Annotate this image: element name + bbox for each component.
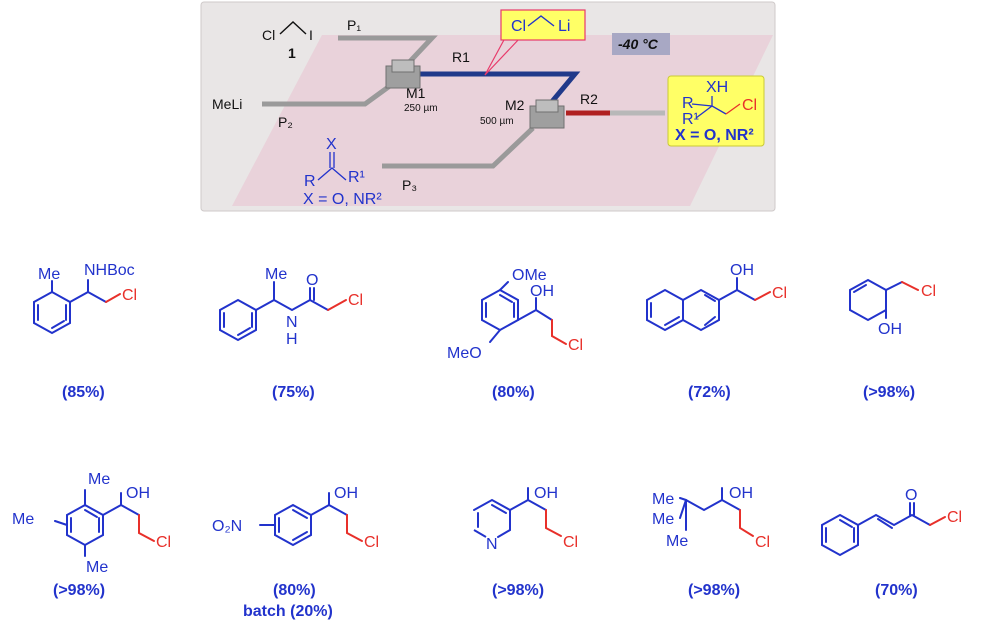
label-meli: MeLi	[212, 96, 242, 112]
svg-text:Cl: Cl	[947, 509, 962, 526]
product-1-structure: Me NHBoc Cl	[33, 262, 137, 335]
product-9-structure: Me Me Me OH Cl	[652, 485, 770, 551]
label-r2: R2	[580, 91, 598, 107]
svg-text:OH: OH	[334, 485, 358, 502]
label-r1: R1	[452, 49, 470, 65]
label-m1: M1	[406, 85, 426, 101]
product-8-structure: N OH Cl	[473, 485, 578, 553]
product-8-yield: (>98%)	[492, 582, 544, 599]
svg-text:Cl: Cl	[921, 283, 936, 300]
label-p1: P₁	[347, 17, 361, 33]
product-9-yield: (>98%)	[688, 582, 740, 599]
svg-text:Me: Me	[38, 266, 60, 283]
svg-text:R¹: R¹	[348, 169, 365, 186]
svg-text:N: N	[286, 314, 298, 331]
svg-text:Cl: Cl	[511, 18, 526, 35]
mixer-m1	[385, 59, 421, 89]
svg-text:R: R	[682, 95, 694, 112]
label-p2: P₂	[278, 114, 293, 130]
svg-text:R¹: R¹	[682, 111, 699, 128]
label-m1-size: 250 µm	[404, 103, 438, 114]
svg-text:NHBoc: NHBoc	[84, 262, 135, 279]
mixer-m2	[529, 99, 565, 129]
label-m2: M2	[505, 97, 525, 113]
product-5-structure: Cl OH	[849, 278, 936, 338]
svg-text:OH: OH	[730, 262, 754, 279]
svg-text:Cl: Cl	[262, 27, 275, 43]
temperature-label: -40 °C	[618, 36, 659, 52]
temperature-badge	[612, 33, 670, 55]
svg-text:H: H	[286, 331, 298, 348]
product-box: XH Cl R R¹ X = O, NR²	[667, 75, 765, 147]
svg-text:Me: Me	[666, 533, 688, 550]
svg-text:Cl: Cl	[156, 534, 171, 551]
svg-text:OH: OH	[878, 321, 902, 338]
svg-text:XH: XH	[706, 79, 728, 96]
svg-text:Me: Me	[652, 491, 674, 508]
tube-p3	[382, 126, 535, 169]
svg-text:OMe: OMe	[512, 267, 547, 284]
product-4-yield: (72%)	[688, 384, 731, 401]
svg-text:OH: OH	[126, 485, 150, 502]
product-10-structure: O Cl	[821, 487, 962, 557]
svg-text:Cl: Cl	[348, 292, 363, 309]
svg-text:Cl: Cl	[122, 287, 137, 304]
svg-text:X = O, NR²: X = O, NR²	[303, 191, 382, 208]
svg-text:Cl: Cl	[568, 337, 583, 354]
tube-r1	[420, 71, 581, 112]
flow-reactor-scheme: Cl I 1 P₁ MeLi P₂ R1 M1 250 µm M2 500 µm…	[200, 1, 776, 212]
reagent-chloroiodomethane: Cl I 1	[262, 21, 313, 61]
product-1-yield: (85%)	[62, 384, 105, 401]
svg-text:Cl: Cl	[772, 285, 787, 302]
svg-text:OH: OH	[530, 283, 554, 300]
product-10-yield: (70%)	[875, 582, 918, 599]
svg-text:Cl: Cl	[364, 534, 379, 551]
product-7-batch-yield: batch (20%)	[243, 603, 333, 620]
product-2-yield: (75%)	[272, 384, 315, 401]
svg-text:MeO: MeO	[447, 345, 482, 362]
product-7-yield: (80%)	[273, 582, 316, 599]
product-5-yield: (>98%)	[863, 384, 915, 401]
svg-text:Li: Li	[558, 18, 570, 35]
svg-text:Me: Me	[652, 511, 674, 528]
svg-text:Cl: Cl	[755, 534, 770, 551]
svg-text:Me: Me	[88, 471, 110, 488]
svg-text:Cl: Cl	[742, 97, 757, 114]
svg-text:X: X	[326, 136, 337, 153]
svg-text:O: O	[306, 272, 318, 289]
svg-text:Me: Me	[86, 559, 108, 576]
svg-text:X = O, NR²: X = O, NR²	[675, 127, 754, 144]
svg-text:Me: Me	[12, 511, 34, 528]
svg-text:OH: OH	[729, 485, 753, 502]
svg-text:Cl: Cl	[563, 534, 578, 551]
label-m2-size: 500 µm	[480, 116, 514, 127]
svg-text:Me: Me	[265, 266, 287, 283]
svg-text:OH: OH	[534, 485, 558, 502]
svg-text:1: 1	[288, 45, 296, 61]
electrophile-structure: X R R¹ X = O, NR²	[303, 136, 382, 208]
svg-text:O₂N: O₂N	[212, 518, 242, 535]
product-4-structure: OH Cl	[646, 262, 787, 332]
product-7-structure: O₂N OH Cl	[212, 485, 379, 551]
product-6-structure: Me Me Me OH Cl	[12, 471, 171, 576]
label-p3: P₃	[402, 177, 417, 193]
reactor-plane	[232, 35, 773, 206]
carbenoid-callout: Cl Li	[484, 9, 586, 76]
svg-text:O: O	[905, 487, 917, 504]
svg-text:N: N	[486, 536, 498, 553]
product-6-yield: (>98%)	[53, 582, 105, 599]
svg-text:I: I	[309, 27, 313, 43]
product-3-structure: OMe OH MeO Cl	[447, 267, 583, 362]
svg-text:R: R	[304, 173, 316, 190]
product-2-structure: Me O N H Cl	[219, 266, 363, 348]
product-3-yield: (80%)	[492, 384, 535, 401]
